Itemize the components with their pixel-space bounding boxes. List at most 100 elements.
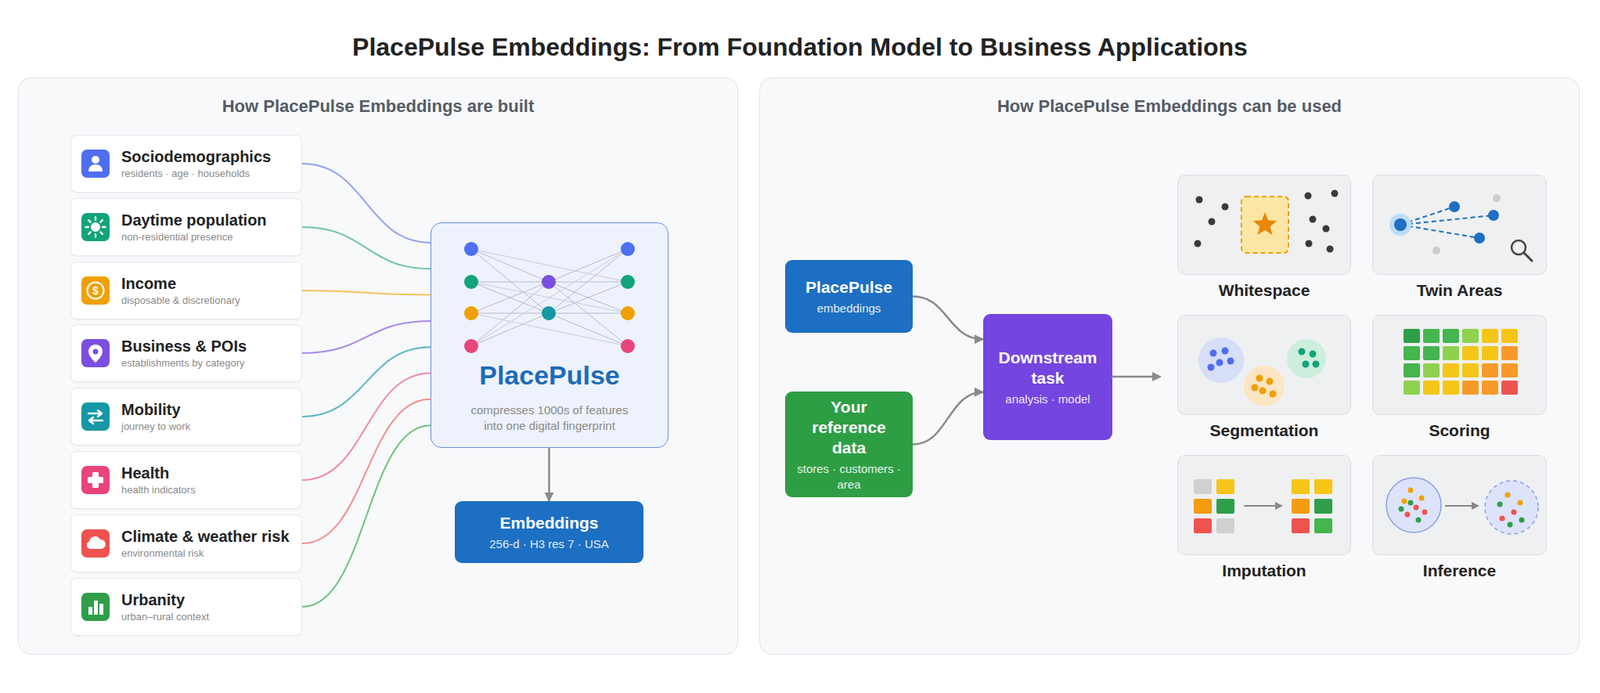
graphic-rect bbox=[1291, 498, 1310, 514]
graphic-rect bbox=[81, 465, 110, 494]
graphic-circle bbox=[1322, 225, 1330, 233]
panel: How PlacePulse Embeddings can be usedPla… bbox=[759, 77, 1580, 655]
graphic-circle bbox=[1196, 196, 1204, 204]
feature-icon bbox=[81, 465, 110, 494]
graphic-line bbox=[548, 281, 628, 314]
graphic-circle bbox=[1286, 338, 1327, 379]
box-subtitle: 256-d · H3 res 7 · USA bbox=[489, 536, 610, 552]
graphic-line bbox=[100, 219, 102, 222]
card-text: Healthhealth indicators bbox=[121, 451, 297, 509]
graphic-rect bbox=[1481, 363, 1499, 378]
tile-label: Scoring bbox=[1372, 421, 1547, 440]
graphic-circle bbox=[1251, 384, 1259, 392]
connector bbox=[302, 399, 431, 544]
graphic-rect bbox=[87, 476, 104, 483]
colored-box: Your reference datastores · customers · … bbox=[785, 391, 913, 498]
model-title: PlacePulse bbox=[479, 360, 620, 390]
colored-box: PlacePulseembeddings bbox=[785, 259, 913, 333]
card-title: Income bbox=[121, 274, 297, 293]
card-text: Daytime populationnon-residential presen… bbox=[121, 198, 297, 256]
box-title: Your reference data bbox=[792, 396, 905, 459]
graphic-circle bbox=[1408, 487, 1414, 494]
graphic-circle bbox=[1386, 477, 1442, 533]
graphic-line bbox=[102, 226, 106, 228]
graphic-circle bbox=[93, 349, 99, 355]
graphic-circle bbox=[1227, 357, 1235, 365]
graphic-rect bbox=[1193, 479, 1212, 494]
graphic-line bbox=[471, 313, 549, 346]
graphic-rect bbox=[81, 149, 110, 178]
graphic-circle bbox=[464, 274, 479, 289]
graphic-rect bbox=[1442, 345, 1460, 361]
graphic-circle bbox=[91, 155, 100, 164]
panel-heading: How PlacePulse Embeddings are built bbox=[18, 96, 738, 117]
graphic-rect bbox=[1442, 380, 1460, 395]
graphic-circle bbox=[1413, 504, 1420, 511]
tile-illustration bbox=[1178, 315, 1352, 415]
feature-icon bbox=[81, 592, 110, 621]
graphic-rect bbox=[81, 402, 110, 431]
feature-icon-svg bbox=[81, 465, 110, 494]
graphic-circle bbox=[620, 241, 635, 256]
graphic-rect bbox=[1314, 479, 1333, 494]
graphic-rect bbox=[99, 603, 104, 615]
graphic-rect bbox=[1423, 380, 1440, 395]
tile-illustration bbox=[1372, 455, 1547, 555]
graphic-path bbox=[89, 417, 103, 424]
graphic-line bbox=[548, 248, 628, 282]
graphic-line bbox=[471, 281, 549, 346]
connector bbox=[302, 346, 431, 417]
graphic-line bbox=[1400, 215, 1494, 225]
graphic-circle bbox=[1194, 240, 1202, 248]
feature-card: Sociodemographicsresidents · age · house… bbox=[70, 134, 303, 193]
box-subtitle: embeddings bbox=[817, 300, 882, 317]
feature-icon-svg bbox=[81, 529, 110, 558]
graphic-path bbox=[86, 536, 106, 549]
graphic-rect bbox=[81, 529, 110, 558]
tile-illustration-svg bbox=[1178, 455, 1352, 555]
feature-icon-svg bbox=[81, 149, 110, 178]
graphic-circle bbox=[1432, 246, 1441, 255]
card-text: Mobilityjourney to work bbox=[121, 388, 297, 445]
graphic-rect bbox=[1403, 345, 1420, 361]
card-title: Urbanity bbox=[121, 590, 297, 610]
card-subtitle: health indicators bbox=[121, 484, 297, 497]
card-text: Urbanityurban–rural context bbox=[121, 578, 297, 635]
graphic-path bbox=[1275, 501, 1283, 510]
tile-illustration bbox=[1372, 175, 1547, 275]
graphic-circle bbox=[1499, 515, 1506, 522]
graphic-rect bbox=[93, 600, 98, 615]
graphic-circle bbox=[1208, 218, 1216, 226]
graphic-circle bbox=[1511, 509, 1518, 516]
graphic-circle bbox=[1394, 218, 1407, 231]
graphic-circle bbox=[1416, 517, 1422, 523]
connector bbox=[547, 447, 551, 501]
card-text: Climate & weather riskenvironmental risk bbox=[121, 515, 297, 572]
graphic-circle bbox=[1408, 500, 1414, 506]
feature-card: Mobilityjourney to work bbox=[70, 387, 303, 446]
model-text: PlacePulsecompresses 1000s of features i… bbox=[431, 360, 668, 433]
graphic-rect bbox=[1291, 518, 1310, 534]
connector bbox=[302, 227, 431, 269]
graphic-circle bbox=[464, 338, 479, 354]
tile-illustration-svg bbox=[1372, 315, 1547, 415]
tile-label: Twin Areas bbox=[1372, 281, 1547, 300]
feature-icon-svg bbox=[81, 338, 110, 368]
application-tile: Whitespace bbox=[1177, 174, 1352, 310]
feature-icon bbox=[81, 529, 110, 558]
graphic-line bbox=[548, 281, 628, 282]
graphic-rect bbox=[1481, 328, 1499, 343]
card-subtitle: disposable & discretionary bbox=[121, 295, 297, 307]
graphic-circle bbox=[1269, 390, 1277, 398]
graphic-circle bbox=[1302, 360, 1310, 368]
feature-icon-svg bbox=[81, 592, 110, 621]
connector bbox=[302, 320, 431, 354]
card-text: Income disposable & discretionary bbox=[121, 262, 297, 319]
graphic-rect bbox=[81, 212, 110, 242]
graphic-rect bbox=[1442, 328, 1460, 343]
graphic-line bbox=[88, 219, 91, 222]
graphic-circle bbox=[1207, 363, 1215, 372]
graphic-line bbox=[88, 231, 91, 234]
graphic-line bbox=[548, 281, 628, 314]
graphic-circle bbox=[541, 306, 556, 321]
